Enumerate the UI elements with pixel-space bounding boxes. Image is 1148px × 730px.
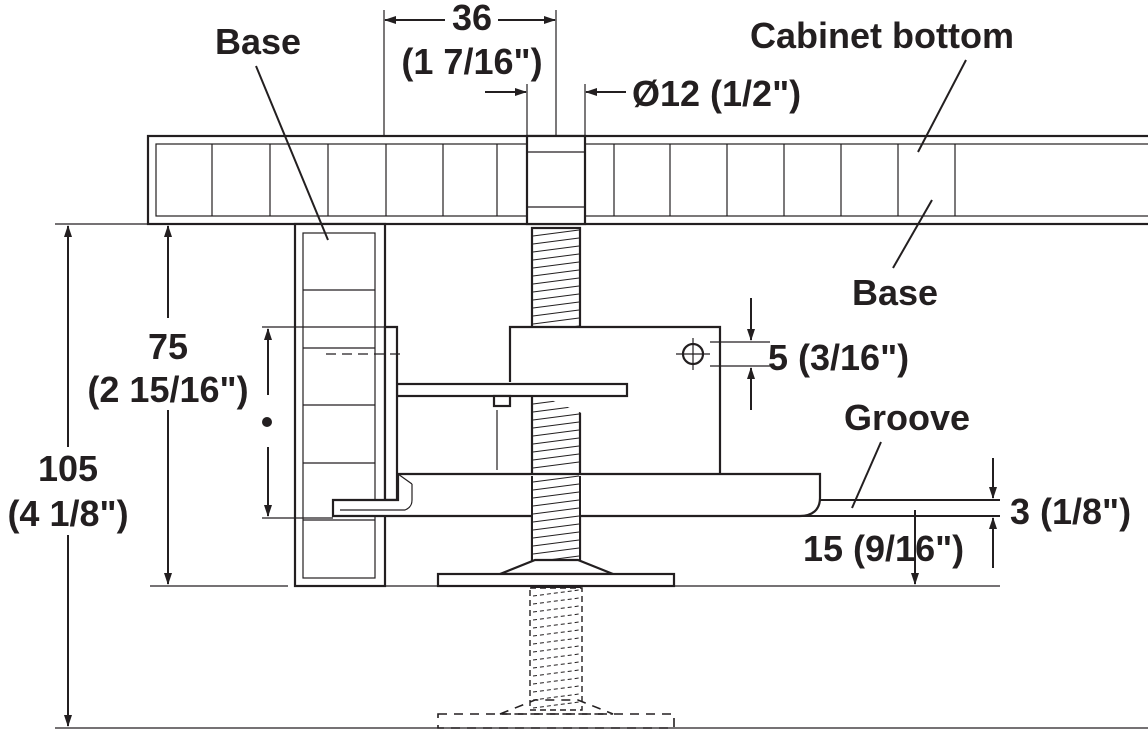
- dim-75-mm: 75: [148, 326, 188, 367]
- dim-105-in: (4 1/8"): [7, 493, 128, 534]
- dim-groove-height: 15 (9/16"): [803, 528, 964, 569]
- dim-105-mm: 105: [38, 448, 98, 489]
- dimension-arrows: [64, 16, 997, 727]
- threaded-spindle: [529, 226, 583, 711]
- dim-width-in: (1 7/16"): [401, 41, 542, 82]
- dim-75-in: (2 15/16"): [87, 369, 248, 410]
- label-groove: Groove: [844, 397, 970, 438]
- dim-groove-depth: 3 (1/8"): [1010, 491, 1131, 532]
- label-cabinet-bottom: Cabinet bottom: [750, 15, 1014, 56]
- dim-diameter: Ø12 (1/2"): [632, 73, 801, 114]
- dim-hole: 5 (3/16"): [768, 337, 909, 378]
- leader-lines: [255, 59, 967, 509]
- dim-width-mm: 36: [452, 0, 492, 38]
- foot-pad: [436, 558, 676, 729]
- base-plinth: [293, 222, 387, 588]
- label-base-right: Base: [852, 272, 938, 313]
- groove-channel-plate: [331, 472, 1000, 518]
- label-base-top: Base: [215, 21, 301, 62]
- cabinet-bottom-panel: [146, 134, 1148, 226]
